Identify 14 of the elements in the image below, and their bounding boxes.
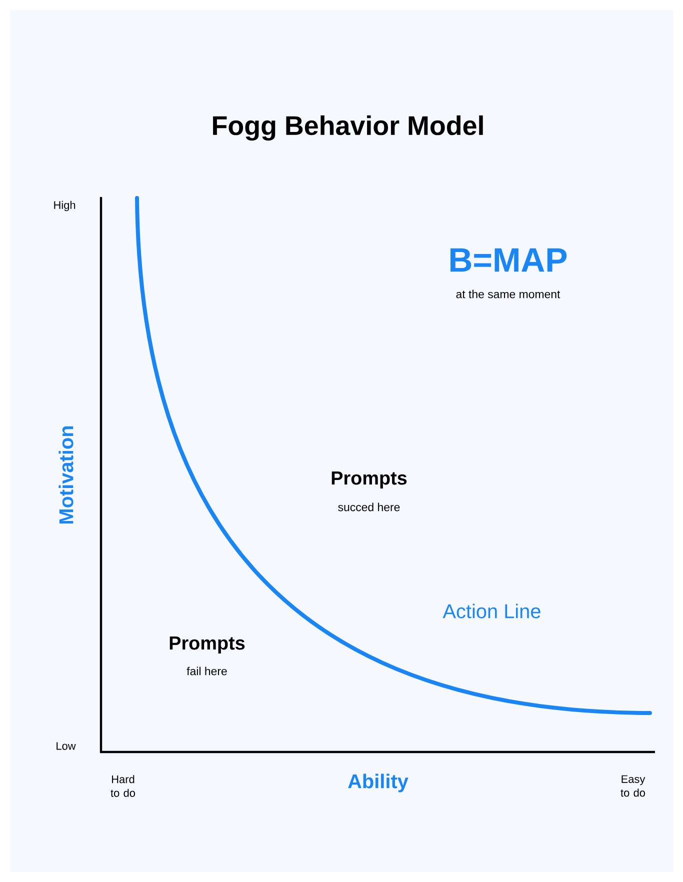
axis-tick-label: Hard to do — [110, 775, 136, 797]
zone-caption: succed here — [338, 502, 400, 512]
axis-title: Motivation — [58, 426, 74, 524]
formula-heading: B=MAP — [450, 248, 567, 272]
axis-tick-label: Low — [56, 742, 76, 750]
zone-heading: Prompts — [170, 636, 245, 654]
axis-title: Ability — [348, 774, 408, 792]
zone-caption: fail here — [186, 666, 227, 676]
curve-label: Action Line — [442, 604, 540, 618]
axis-tick-label: Easy to do — [620, 775, 646, 797]
axis-tick-label: High — [54, 200, 76, 212]
title: Fogg Behavior Model — [213, 115, 483, 141]
zone-heading: Prompts — [332, 472, 407, 488]
formula-caption: at the same moment — [456, 290, 560, 298]
